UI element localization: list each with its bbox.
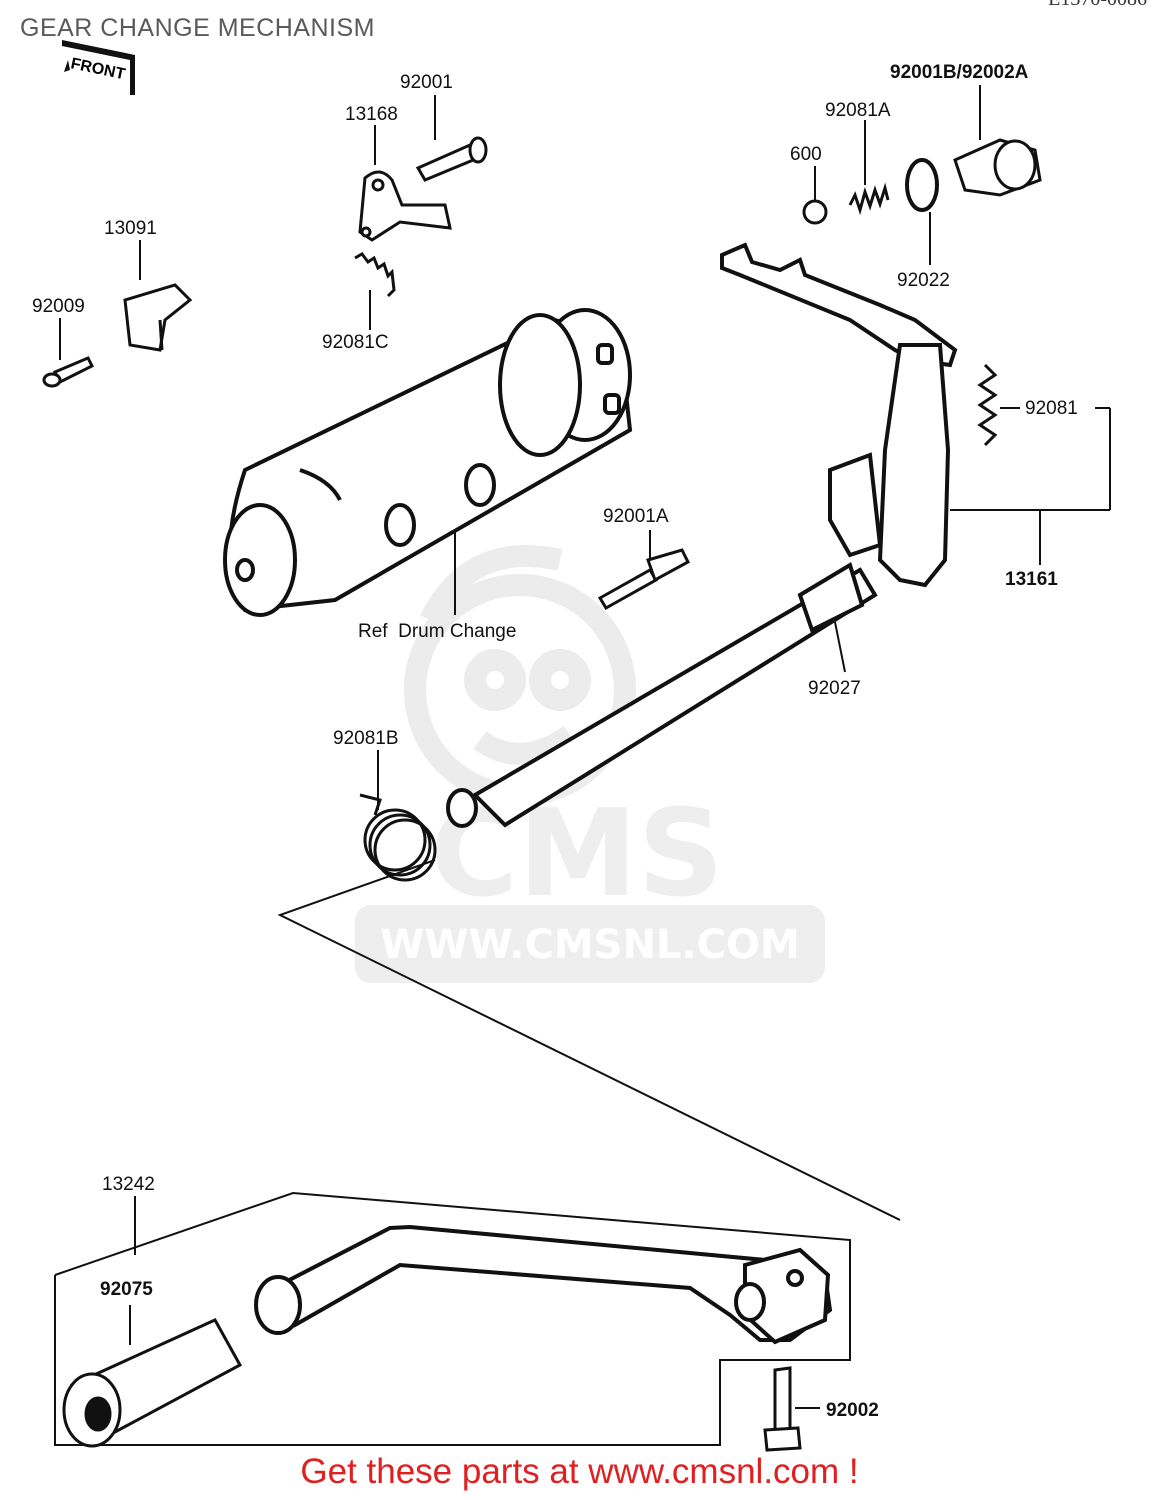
part-label-92022[interactable]: 92022 [897, 270, 950, 291]
pedal-rubber-92075-icon [62, 1318, 243, 1448]
screw-92001-icon [415, 136, 488, 182]
part-label-92001[interactable]: 92001 [400, 72, 453, 93]
ref-drum-change-label: Ref Drum Change [358, 621, 516, 642]
part-label-92075[interactable]: 92075 [100, 1279, 153, 1300]
change-drum-icon [223, 308, 633, 617]
shift-shaft-13161-icon [446, 242, 958, 828]
watermark-url: WWW.CMSNL.COM [380, 922, 800, 968]
pedal-assembly-frame [54, 1191, 851, 1446]
plug-92001b-icon [953, 138, 1042, 197]
part-label-92001a[interactable]: 92001A [603, 506, 669, 527]
watermark: CMS WWW.CMSNL.COM [355, 545, 825, 983]
watermark-band [355, 905, 825, 983]
part-label-92081a[interactable]: 92081A [825, 100, 891, 121]
promo-link[interactable]: Get these parts at www.cmsnl.com ! [300, 1452, 859, 1491]
part-label-13161[interactable]: 13161 [1005, 569, 1058, 590]
page-title: GEAR CHANGE MECHANISM [20, 14, 375, 42]
guide-13091-icon [123, 283, 193, 352]
part-label-92001b-92002a[interactable]: 92001B/92002A [890, 62, 1029, 83]
front-marker: FRONT [62, 40, 135, 95]
part-label-13168[interactable]: 13168 [345, 104, 398, 125]
part-label-92027[interactable]: 92027 [808, 678, 861, 699]
spring-92081c-icon [354, 252, 396, 298]
part-label-13091[interactable]: 13091 [104, 218, 157, 239]
bolt-92002-icon [763, 1366, 802, 1452]
screw-92009-icon [42, 356, 95, 388]
watermark-brand: CMS [430, 785, 724, 924]
part-label-92002[interactable]: 92002 [826, 1400, 879, 1421]
part-labels: 92001 13168 13091 92009 92081C 92001B/92… [32, 62, 1078, 1421]
part-label-92009[interactable]: 92009 [32, 296, 85, 317]
spring-92081a-icon [848, 182, 890, 216]
leader-lines [59, 85, 1111, 1409]
part-label-600[interactable]: 600 [790, 144, 822, 165]
front-label: FRONT [69, 55, 127, 83]
washer-92022-icon [905, 158, 939, 212]
part-label-92081b[interactable]: 92081B [333, 728, 399, 749]
torsion-spring-92081b-icon [359, 793, 437, 882]
ball-600-icon [802, 199, 828, 225]
positioning-lever-13168-icon [358, 170, 452, 242]
part-label-92081[interactable]: 92081 [1025, 398, 1078, 419]
part-label-92081c[interactable]: 92081C [322, 332, 389, 353]
spring-92081-icon [977, 363, 998, 447]
pin-92001a-icon [597, 548, 690, 611]
part-label-13242[interactable]: 13242 [102, 1174, 155, 1195]
shift-pedal-13242-icon [254, 1224, 833, 1345]
assembly-connector-line [277, 859, 901, 1221]
diagram-code: E1370-0086 [1048, 0, 1147, 11]
